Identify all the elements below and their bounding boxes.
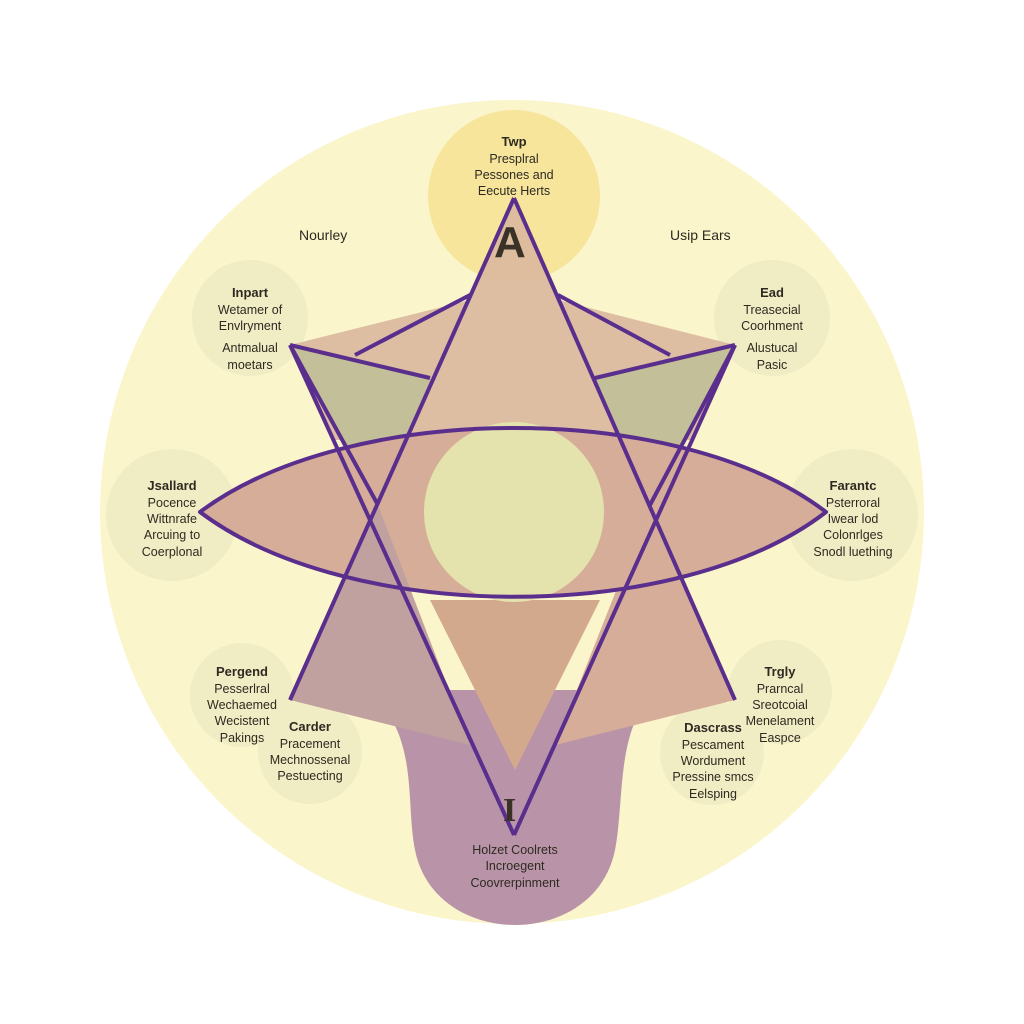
node-line: Wecistent xyxy=(214,714,270,729)
node-circle-right xyxy=(786,449,918,581)
node-line: Menelament xyxy=(745,714,815,729)
lower-center-fill xyxy=(430,600,600,770)
left-wing-lower-edge xyxy=(288,344,380,506)
node-line: Pesserlral xyxy=(214,681,270,696)
node-line: Incroegent xyxy=(485,859,545,874)
node-line: Wordument xyxy=(680,754,746,769)
downward-triangle-right-edge xyxy=(512,344,737,836)
center-circle xyxy=(424,422,604,602)
top-node-line: Pessones and xyxy=(474,168,554,183)
node-line: Pocence xyxy=(147,495,197,510)
node-lower-right: Trgly Prarncal Sreotcoial Menelament Eas… xyxy=(724,664,836,746)
node-line: Holzet Coolrets xyxy=(472,843,558,857)
node-circle-lower-left xyxy=(190,643,294,747)
node-line: Iwear lod xyxy=(827,512,879,527)
node-left: Jsallard Pocence Wittnrafe Arcuing to Co… xyxy=(110,478,234,560)
node-line: Pescament xyxy=(681,737,745,752)
node-circle-lower-right xyxy=(728,640,832,744)
lower-left-fill xyxy=(290,505,470,745)
upper-right-chevron xyxy=(594,343,736,380)
node-title: Dascrass xyxy=(684,720,742,735)
node-circle-left xyxy=(106,449,238,581)
node-title: Jsallard xyxy=(147,478,197,493)
node-circle-upper-left xyxy=(192,260,308,376)
node-line: Pracement xyxy=(279,736,341,751)
node-line: Coovrerpinment xyxy=(470,875,560,890)
node-line: Mechnossenal xyxy=(269,753,351,768)
right-upper-wing xyxy=(595,345,735,505)
node-line: Snodl luething xyxy=(813,544,893,559)
node-line: Psterroral xyxy=(825,495,881,510)
left-upper-wing xyxy=(290,345,430,505)
right-wing-lower-edge xyxy=(648,344,737,506)
top-glow-circle xyxy=(428,110,600,282)
node-lower-left-inner: Carder Pracement Mechnossenal Pestuectin… xyxy=(254,719,366,785)
node-line: Arcuing to xyxy=(143,528,201,543)
node-line: Coerplonal xyxy=(141,544,203,559)
lower-right-fill xyxy=(555,505,735,745)
node-line: Wittnrafe xyxy=(146,512,197,527)
bottom-letter: I xyxy=(503,792,517,829)
top-node-title: Twp xyxy=(501,134,527,149)
node-title: Farantc xyxy=(829,478,877,493)
top-node: Twp Presplral Pessones and Eecute Herts xyxy=(434,134,594,200)
node-line: Eelsping xyxy=(689,786,737,801)
node-line: Treasecial xyxy=(743,302,801,317)
node-line: Pressine smcs xyxy=(672,770,754,785)
node-line: moetars xyxy=(227,357,273,372)
node-upper-left: Inpart Wetamer of Envlryment Antmalual m… xyxy=(190,285,310,373)
node-right: Farantc Psterroral Iwear lod Colonrlges … xyxy=(788,478,918,560)
node-circle-lower-left-inner xyxy=(258,700,362,804)
node-title: Trgly xyxy=(764,664,796,679)
node-lower-right-inner: Dascrass Pescament Wordument Pressine sm… xyxy=(654,720,772,802)
node-line: Sreotcoial xyxy=(752,698,808,713)
node-title: Ead xyxy=(760,285,784,300)
node-line: Pasic xyxy=(756,357,788,372)
upward-triangle-left-edge xyxy=(288,197,516,701)
node-line: Pakings xyxy=(219,730,265,745)
node-title: Pergend xyxy=(215,664,268,679)
node-circle-upper-right xyxy=(714,260,830,376)
node-line: Easpce xyxy=(759,730,801,745)
node-title: Carder xyxy=(289,719,331,734)
node-line: Envlryment xyxy=(218,319,282,334)
upper-right-diagonal xyxy=(557,293,671,357)
upper-left-chevron xyxy=(289,343,431,380)
node-line: Coorhment xyxy=(741,319,803,334)
node-line: Colonrlges xyxy=(823,528,883,543)
lens-outline xyxy=(198,426,828,599)
node-line: Wetamer of xyxy=(217,302,283,317)
node-line: Prarncal xyxy=(756,681,804,696)
downward-triangle-left-edge xyxy=(288,344,516,836)
node-title: Inpart xyxy=(231,285,269,300)
bottom-node: Holzet Coolrets Incroegent Coovrerpinmen… xyxy=(440,842,590,891)
label-top-right: Usip Ears xyxy=(670,227,731,243)
top-node-line: Eecute Herts xyxy=(477,184,551,199)
top-letter: A xyxy=(494,218,526,267)
node-line: Pestuecting xyxy=(277,769,343,784)
top-node-line: Presplral xyxy=(489,151,539,166)
node-line: Wechaemed xyxy=(207,698,277,713)
bottom-tail-shape xyxy=(365,690,660,925)
node-line: Antmalual xyxy=(222,341,278,356)
upper-left-diagonal xyxy=(354,293,471,357)
node-lower-left: Pergend Pesserlral Wechaemed Wecistent P… xyxy=(186,664,298,746)
label-top-left: Nourley xyxy=(299,227,348,243)
upward-triangle-right-edge xyxy=(512,197,737,701)
node-circle-lower-right-inner xyxy=(660,701,764,805)
node-upper-right: Ead Treasecial Coorhment Alustucal Pasic xyxy=(712,285,832,373)
node-line: Alustucal xyxy=(746,341,798,356)
